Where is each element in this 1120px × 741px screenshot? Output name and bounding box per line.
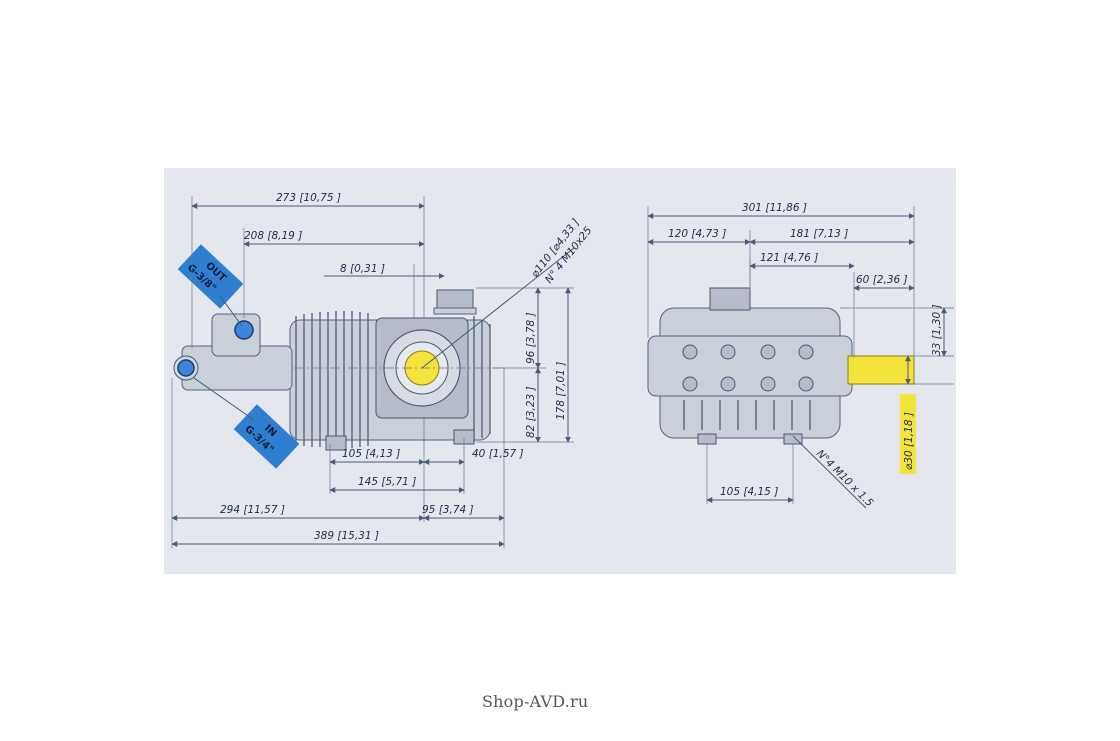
dim-foot-total: 145 [5,71 ] bbox=[358, 476, 416, 488]
dim-overall-top: 273 [10,75 ] bbox=[276, 192, 341, 204]
dim-front-foot-spacing: 105 [4,15 ] bbox=[720, 486, 778, 498]
front-shaft-yellow bbox=[847, 355, 915, 385]
dim-front-overall: 301 [11,86 ] bbox=[742, 202, 807, 214]
dim-front-left: 120 [4,73 ] bbox=[668, 228, 726, 240]
dim-overall-bottom: 389 [15,31 ] bbox=[314, 530, 379, 542]
dim-shaft-from-center: 121 [4,76 ] bbox=[760, 252, 818, 264]
dim-foot-right: 40 [1,57 ] bbox=[472, 448, 524, 460]
dim-front-right: 181 [7,13 ] bbox=[790, 228, 848, 240]
dim-base-right: 95 [3,74 ] bbox=[422, 504, 474, 516]
inlet-tag: IN G-3/4" bbox=[233, 404, 300, 469]
dim-front-foot-bolts: N°4 M10 x 1.5 bbox=[814, 448, 876, 510]
side-view-dimensions bbox=[171, 196, 575, 548]
dim-foot-spacing: 105 [4,13 ] bbox=[342, 448, 400, 460]
shaft-diameter-highlight bbox=[900, 394, 916, 474]
dim-height-total: 178 [7,01 ] bbox=[555, 362, 567, 420]
technical-drawing-panel: OUT G-3/8" IN G-3/4" bbox=[164, 168, 956, 574]
dim-height-lower: 82 [3,23 ] bbox=[525, 386, 537, 438]
front-view-dimensions bbox=[647, 206, 954, 509]
cooling-fins bbox=[295, 311, 491, 448]
pump-dimension-drawing: OUT G-3/8" IN G-3/4" bbox=[171, 192, 954, 548]
outlet-tag: OUT G-3/8" bbox=[177, 244, 244, 309]
front-view-pump-body bbox=[647, 287, 915, 445]
watermark-text: Shop-AVD.ru bbox=[482, 692, 589, 711]
dim-height-upper: 96 [3,78 ] bbox=[525, 312, 537, 364]
dim-shaft-offset: 8 [0,31 ] bbox=[340, 263, 385, 275]
dim-shaft-diameter: ⌀30 [1,18 ] bbox=[903, 412, 915, 470]
dim-shaft-length: 60 [2,36 ] bbox=[856, 274, 908, 286]
dim-shaft-height: 33 [1,30 ] bbox=[931, 304, 943, 356]
side-view-pump-body bbox=[173, 289, 504, 451]
dim-base-left: 294 [11,57 ] bbox=[220, 504, 285, 516]
dim-out-offset: 208 [8,19 ] bbox=[244, 230, 302, 242]
